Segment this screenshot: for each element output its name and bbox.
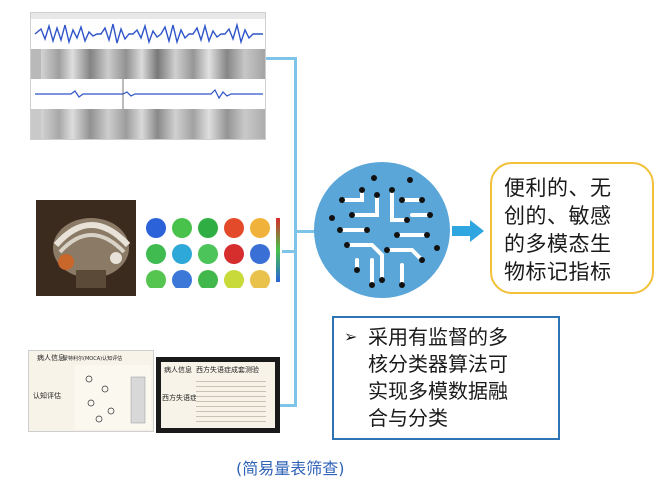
- method-text: 采用有监督的多 核分类器算法可 实现多模数据融 合与分类: [368, 324, 554, 432]
- result-box: 便利的、无 创的、敏感 的多模态生 物标记指标: [490, 162, 654, 294]
- result-line-1: 便利的、无: [504, 176, 612, 200]
- caption: (简易量表筛查): [236, 459, 345, 478]
- method-line-2: 核分类器算法可: [368, 352, 508, 376]
- moca-title: 蒙特利尔(MOCA)认知评估: [63, 356, 123, 362]
- audio-waveform-panel: [30, 12, 266, 140]
- brain-circuit-icon: [314, 162, 450, 298]
- method-box: ➢ 采用有监督的多 核分类器算法可 实现多模数据融 合与分类: [332, 316, 560, 440]
- result-line-4: 物标记指标: [504, 260, 612, 284]
- topomap-grid: [142, 208, 282, 290]
- wab-header: 病人信息: [164, 366, 192, 374]
- eeg-headset-photo: [36, 200, 136, 296]
- method-line-1: 采用有监督的多: [368, 325, 508, 349]
- wab-title: 西方失语症成套测验: [196, 366, 259, 374]
- bullet-icon: ➢: [344, 327, 358, 346]
- result-line-3: 的多模态生: [504, 232, 612, 256]
- arrow-right-icon: [452, 220, 484, 242]
- topomap-image: [146, 218, 280, 290]
- method-line-3: 实现多模数据融: [368, 379, 508, 403]
- moca-side: 认知评估: [33, 392, 61, 400]
- wab-tablet-screen: 病人信息 西方失语症成套测验 西方失语症成套测验: [156, 357, 280, 433]
- eeg-headset-image: [36, 200, 136, 296]
- method-line-4: 合与分类: [368, 406, 448, 430]
- wab-sub: 西方失语症成套测验: [162, 394, 225, 402]
- moca-header: 病人信息: [37, 354, 65, 362]
- moca-screen: 病人信息 蒙特利尔(MOCA)认知评估 认知评估: [28, 350, 154, 432]
- moca-trail-test: [75, 365, 151, 429]
- result-line-2: 创的、敏感: [504, 204, 612, 228]
